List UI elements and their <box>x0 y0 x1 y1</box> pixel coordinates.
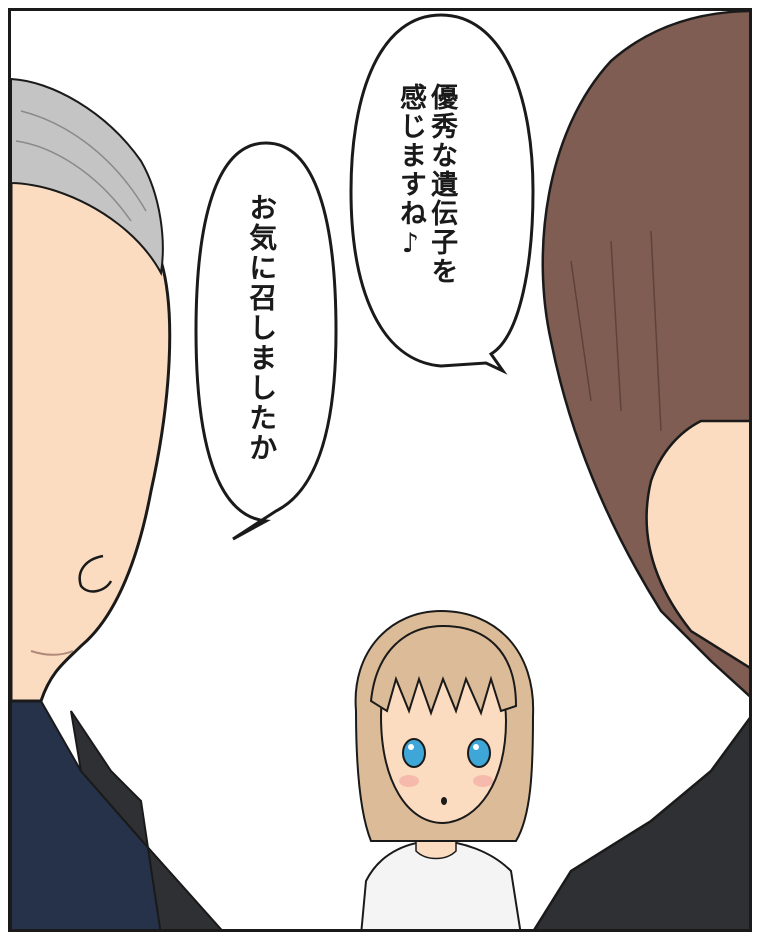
girl-bangs <box>369 624 518 717</box>
speech-balloon-left-text: お気に召しましたか <box>245 193 279 463</box>
girl-right-eye <box>467 738 491 768</box>
speech-balloon-right-text: 優秀な遺伝子を 感じますね♪ <box>395 83 457 286</box>
old-man-shirt <box>70 710 222 929</box>
speech-line-1: 優秀な遺伝子を <box>426 83 458 286</box>
comic-panel: 優秀な遺伝子を 感じますね♪ お気に召しましたか <box>8 8 752 932</box>
old-man-ear <box>78 554 113 593</box>
speech-line-2: 感じますね♪ <box>395 83 427 261</box>
woman-figure <box>533 11 749 929</box>
speech-balloons <box>194 13 535 541</box>
woman-jacket <box>533 717 749 929</box>
woman-face <box>645 419 749 669</box>
old-man-figure <box>11 77 222 929</box>
girl-figure <box>354 609 535 929</box>
girl-mouth <box>441 797 447 805</box>
old-man-suit <box>11 700 222 929</box>
girl-left-eye <box>402 738 426 768</box>
speech-balloon-right-shape <box>349 13 535 375</box>
panel-artwork <box>11 11 749 929</box>
speech-line-1: お気に召しましたか <box>245 193 279 463</box>
speech-balloon-left-shape <box>194 141 338 541</box>
old-man-hair <box>11 77 164 277</box>
